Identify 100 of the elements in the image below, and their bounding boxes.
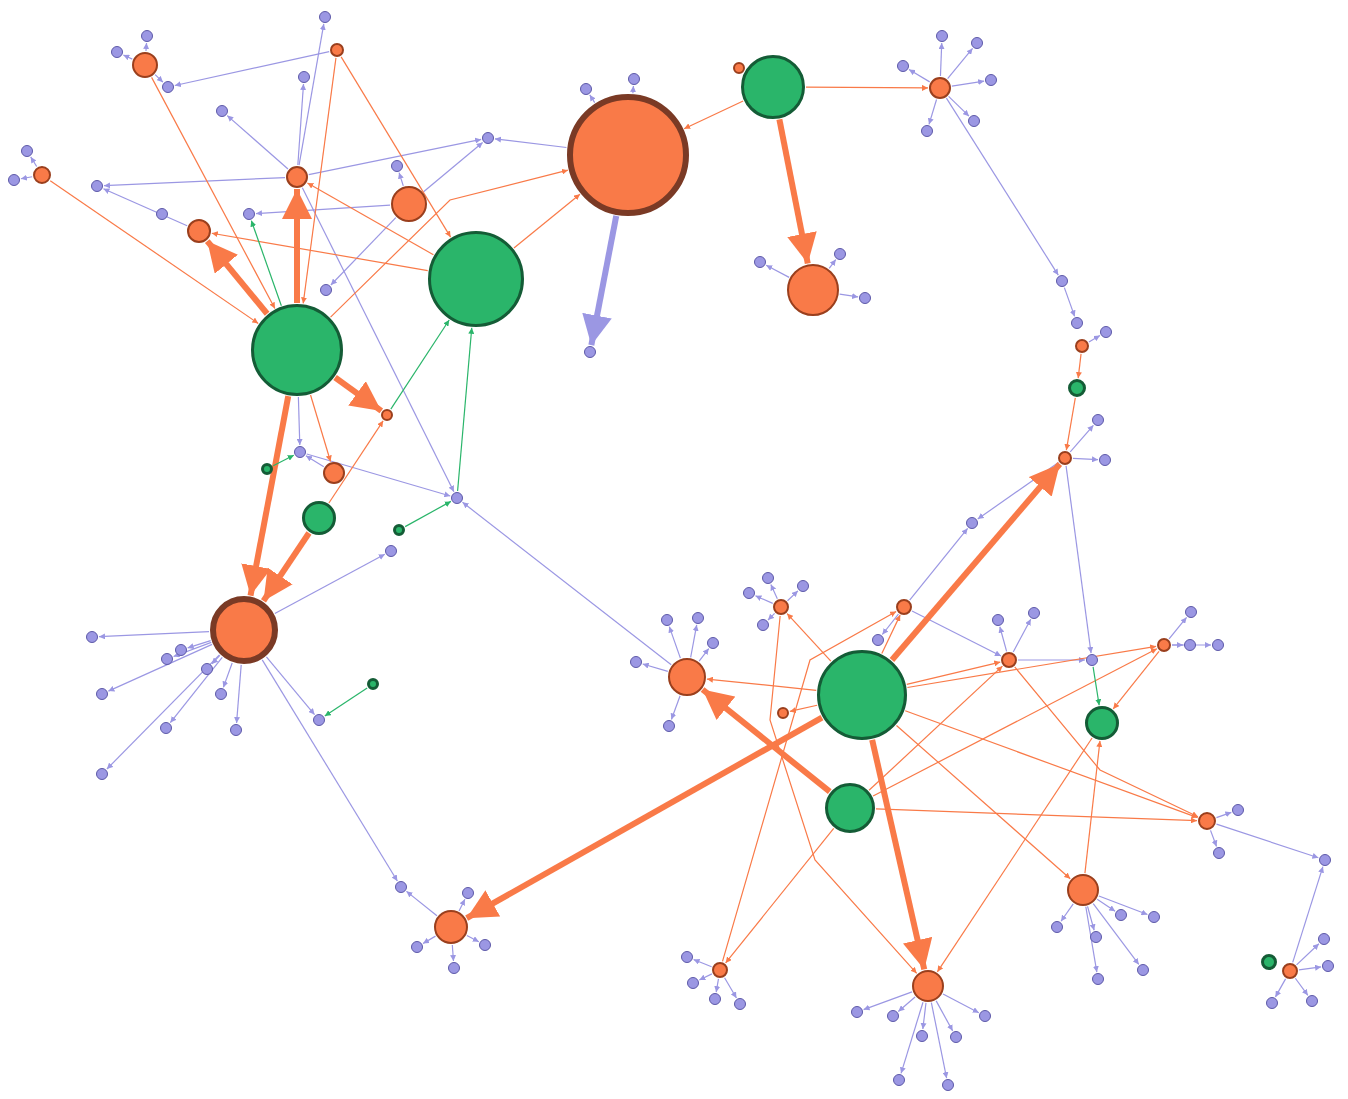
arrow xyxy=(309,394,332,463)
graph-node xyxy=(950,1031,962,1043)
graph-node xyxy=(1092,414,1104,426)
arrow xyxy=(881,613,900,636)
graph-node xyxy=(298,71,310,83)
arrow xyxy=(222,662,233,688)
arrow xyxy=(839,293,859,299)
graph-node xyxy=(1092,973,1104,985)
arrow xyxy=(947,47,974,80)
graph-node xyxy=(1157,638,1171,652)
graph-node xyxy=(230,724,242,736)
arrow xyxy=(642,662,669,672)
graph-node xyxy=(1148,911,1160,923)
graph-node xyxy=(1058,451,1072,465)
graph-node xyxy=(1056,275,1068,287)
graph-node xyxy=(580,83,592,95)
graph-node xyxy=(687,977,699,989)
arrow xyxy=(301,187,455,493)
graph-node xyxy=(942,1079,954,1091)
graph-node xyxy=(1213,847,1225,859)
graph-node xyxy=(216,105,228,117)
arrow xyxy=(670,695,681,721)
arrow xyxy=(872,648,1158,797)
arrow xyxy=(169,656,223,724)
arrow xyxy=(466,934,480,943)
graph-node xyxy=(929,77,951,99)
arrow xyxy=(1215,811,1232,819)
arrow xyxy=(297,83,307,166)
arrow xyxy=(935,1000,954,1032)
arrow xyxy=(340,56,452,238)
graph-node xyxy=(434,910,468,944)
arrow xyxy=(920,1002,927,1030)
arrow xyxy=(1294,977,1309,996)
arrow xyxy=(897,996,916,1013)
arrow xyxy=(1295,943,1320,966)
arrow xyxy=(690,624,699,658)
graph-node xyxy=(985,74,997,86)
arrow xyxy=(405,890,438,917)
arrow xyxy=(1112,650,1160,710)
graph-node xyxy=(661,614,673,626)
graph-node xyxy=(86,631,98,643)
graph-node xyxy=(834,248,846,260)
graph-node xyxy=(825,783,875,833)
graph-node xyxy=(411,941,423,953)
arrow xyxy=(786,590,799,602)
graph-node xyxy=(966,517,978,529)
graph-node xyxy=(936,30,948,42)
graph-node xyxy=(8,174,20,186)
graph-node xyxy=(897,60,909,72)
arrow xyxy=(174,51,330,88)
graph-node xyxy=(1001,652,1017,668)
graph-node xyxy=(1068,379,1086,397)
arrow xyxy=(945,97,1059,276)
graph-node xyxy=(887,1010,899,1022)
arrow xyxy=(305,455,325,468)
graph-node xyxy=(1028,607,1040,619)
arrow xyxy=(828,259,837,269)
graph-node xyxy=(628,73,640,85)
arrow xyxy=(103,176,286,189)
arrow xyxy=(927,98,938,125)
graph-node xyxy=(692,612,704,624)
graph-node xyxy=(111,46,123,58)
graph-node xyxy=(215,688,227,700)
arrow xyxy=(1064,397,1076,451)
arrow xyxy=(465,715,824,921)
arrow xyxy=(906,644,1157,689)
graph-node xyxy=(787,264,839,316)
arrow xyxy=(457,327,475,492)
arrow xyxy=(948,95,970,117)
graph-node xyxy=(1198,812,1216,830)
graph-node xyxy=(1100,326,1112,338)
arrow xyxy=(1171,642,1212,648)
graph-node xyxy=(893,1074,905,1086)
arrow xyxy=(668,626,681,659)
arrow xyxy=(298,23,326,166)
graph-node xyxy=(33,166,51,184)
arrow xyxy=(329,168,569,318)
graph-node xyxy=(294,446,306,458)
graph-node xyxy=(859,292,871,304)
arrow xyxy=(154,74,164,83)
graph-node xyxy=(319,11,331,23)
arrow xyxy=(330,217,397,286)
graph-node xyxy=(313,714,325,726)
arrow xyxy=(102,188,188,227)
arrow xyxy=(328,420,384,504)
arrow xyxy=(725,827,835,964)
arrow xyxy=(151,76,276,310)
arrow xyxy=(582,215,620,346)
arrow xyxy=(306,182,435,256)
arrow xyxy=(274,553,386,615)
graph-node xyxy=(451,492,463,504)
arrow xyxy=(906,660,1001,685)
graph-node xyxy=(912,970,944,1002)
arrow xyxy=(143,42,150,52)
graph-node xyxy=(187,219,211,243)
graph-node xyxy=(91,180,103,192)
arrow xyxy=(513,193,581,249)
graph-node xyxy=(1322,960,1334,972)
arrow xyxy=(1060,903,1074,922)
graph-node xyxy=(681,951,693,963)
